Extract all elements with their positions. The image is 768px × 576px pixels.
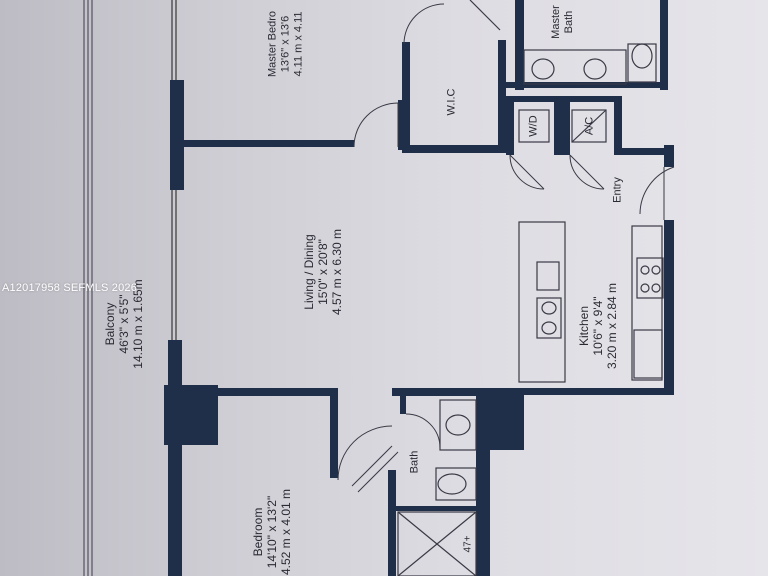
kitchen-dim-m: 3.20 m x 2.84 m (605, 282, 619, 370)
door-swings (337, 3, 675, 493)
bath-label: Bath (408, 450, 421, 474)
master-bath-name: Master (550, 5, 562, 39)
kitchen-dim-ft: 10'6" x 9'4" (591, 296, 605, 356)
kitchen-counters (518, 221, 664, 383)
master-bedroom-dim-m: 4.11 m x 4.11 (292, 11, 305, 77)
bedroom-dim-m: 4.52 m x 4.01 m (279, 488, 293, 576)
bedroom-label: Bedroom 14'10" x 13'2" 4.52 m x 4.01 m (251, 489, 293, 575)
master-bath-fixtures (469, 0, 657, 85)
balcony-rail (83, 0, 93, 576)
wic-label: W.I.C (445, 88, 458, 116)
living-dining-dim-m: 4.57 m x 6.30 m (330, 228, 344, 316)
living-dining-label: Living / Dining 15'0" x 20'8" 4.57 m x 6… (302, 229, 344, 315)
master-bedroom-dim-ft: 13'6" x 13'6 (279, 15, 292, 73)
fixture-mark: 47+ (462, 535, 474, 553)
master-bedroom-label: Master Bedro 13'6" x 13'6 4.11 m x 4.11 (267, 11, 306, 77)
bedroom-dim-ft: 14'10" x 13'2" (265, 495, 279, 569)
mls-watermark: A12017958 SEFMLS 2026 (2, 282, 138, 294)
living-dining-name: Living / Dining (302, 234, 316, 310)
entry-label: Entry (611, 177, 624, 203)
glass-wall (171, 0, 177, 340)
closet-fixtures (518, 109, 607, 143)
master-bedroom-name: Master Bedro (266, 10, 279, 78)
kitchen-name: Kitchen (577, 305, 591, 347)
master-bath-name2: Bath (563, 10, 575, 34)
living-dining-dim-ft: 15'0" x 20'8" (316, 239, 330, 305)
kitchen-label: Kitchen 10'6" x 9'4" 3.20 m x 2.84 m (577, 283, 619, 369)
bedroom-name: Bedroom (251, 507, 265, 557)
master-bath-label: Master Bath (550, 5, 576, 39)
ac-label: A/C (583, 116, 596, 136)
bath-fixtures (397, 399, 477, 576)
wd-label: W/D (527, 115, 540, 137)
walls (164, 0, 674, 576)
